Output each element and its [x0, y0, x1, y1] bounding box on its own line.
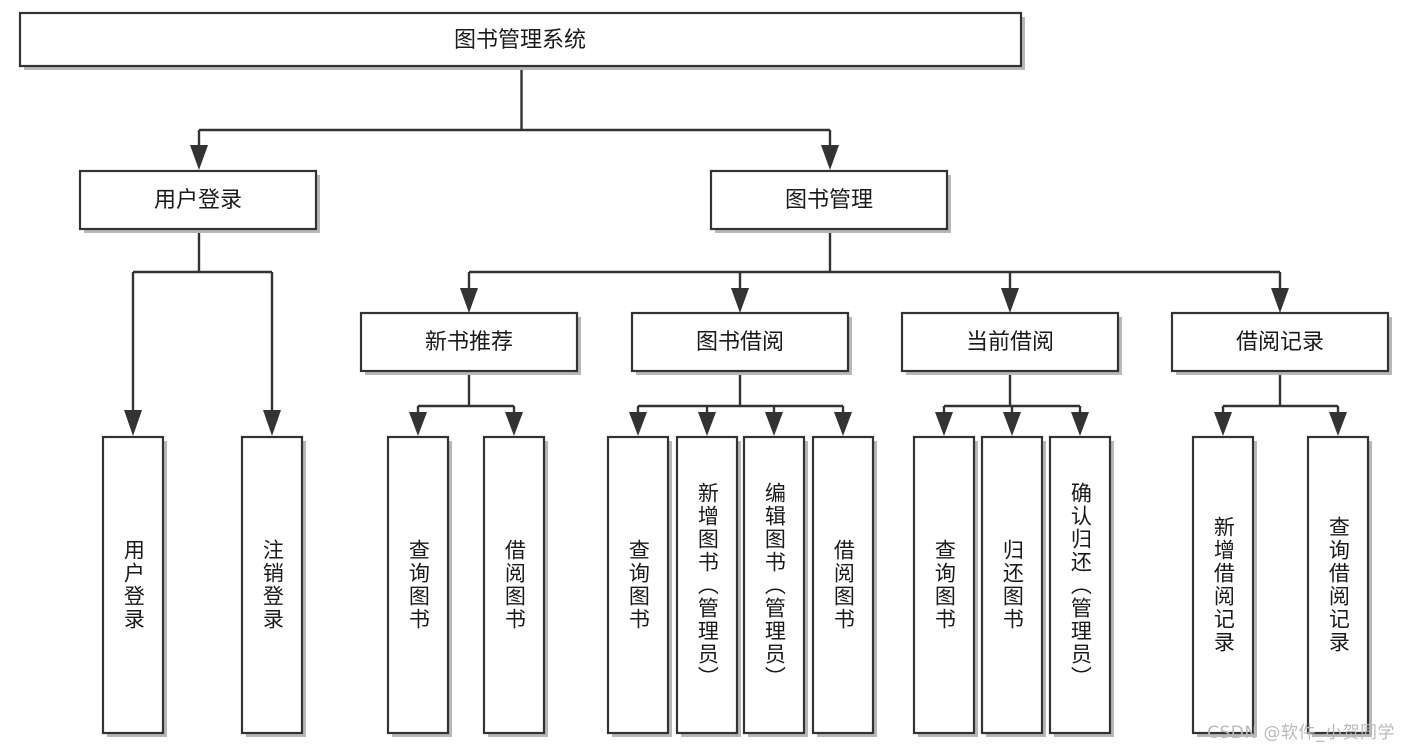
arrow-leaf-query-record [1329, 412, 1347, 436]
cb-rect [900, 311, 1120, 373]
book-manage-rect [709, 169, 949, 231]
arrow-leaf-user-login [124, 410, 142, 436]
nbr-label: 新书推荐 [425, 330, 513, 355]
arrow-borrow-record [1271, 288, 1289, 313]
node-borrow-record[interactable]: 借阅记录 [1170, 311, 1392, 375]
node-user-login[interactable]: 用户登录 [78, 169, 320, 233]
br-rect [1170, 311, 1390, 373]
arrow-book-borrow [731, 288, 749, 313]
leaf-box-borrow-book-2[interactable] [811, 435, 877, 737]
arrow-leaf-add-record [1214, 412, 1232, 436]
leaf-box-query-book-2[interactable] [606, 435, 672, 737]
node-current-borrow[interactable]: 当前借阅 [900, 311, 1122, 375]
node-book-manage[interactable]: 图书管理 [709, 169, 951, 233]
arrow-user-login [190, 145, 208, 170]
arrow-leaf-query-book-3 [935, 412, 953, 436]
csdn-watermark: CSDN @软件_小贺同学 [1207, 723, 1395, 743]
arrow-leaf-confirm-return [1071, 412, 1089, 436]
leaf-box-user-login[interactable] [101, 435, 167, 737]
node-new-book-recommend[interactable]: 新书推荐 [359, 311, 581, 375]
leaf-box-add-book[interactable] [675, 435, 741, 737]
arrow-current-borrow [1001, 288, 1019, 313]
arrow-new-book-recommend [460, 288, 478, 313]
arrow-leaf-borrow-book-1 [505, 412, 523, 436]
bb-rect [630, 311, 850, 373]
arrow-leaf-return-book [1003, 412, 1021, 436]
leaf-box-query-book-1[interactable] [386, 435, 452, 737]
connector-group [124, 68, 1347, 436]
leaf-box-confirm-return[interactable] [1048, 435, 1114, 737]
arrow-leaf-query-book-2 [629, 412, 647, 436]
arrow-leaf-add-book [698, 412, 716, 436]
leaf-box-add-record[interactable] [1191, 435, 1257, 737]
book-manage-label: 图书管理 [785, 188, 873, 213]
leaf-box-borrow-book-1[interactable] [482, 435, 548, 737]
leaf-box-query-record[interactable] [1306, 435, 1372, 737]
bb-label: 图书借阅 [696, 330, 784, 355]
leaf-box-user-logout[interactable] [240, 435, 306, 737]
leaf-box-edit-book[interactable] [742, 435, 808, 737]
cb-label: 当前借阅 [966, 330, 1054, 355]
node-book-borrow[interactable]: 图书借阅 [630, 311, 852, 375]
arrow-book-manage [821, 145, 839, 170]
user-login-rect [78, 169, 318, 231]
leaf-boxes [101, 435, 1372, 737]
node-root[interactable]: 图书管理系统 [18, 11, 1025, 70]
nbr-rect [359, 311, 579, 373]
leaf-box-query-book-3[interactable] [912, 435, 978, 737]
root-label: 图书管理系统 [454, 28, 586, 53]
br-label: 借阅记录 [1236, 330, 1324, 355]
arrow-leaf-edit-book [765, 412, 783, 436]
arrow-leaf-query-book-1 [409, 412, 427, 436]
user-login-label: 用户登录 [154, 188, 242, 213]
root-rect [18, 11, 1023, 68]
arrow-leaf-borrow-book-2 [834, 412, 852, 436]
arrow-leaf-user-logout [263, 410, 281, 436]
leaf-box-return-book[interactable] [980, 435, 1046, 737]
